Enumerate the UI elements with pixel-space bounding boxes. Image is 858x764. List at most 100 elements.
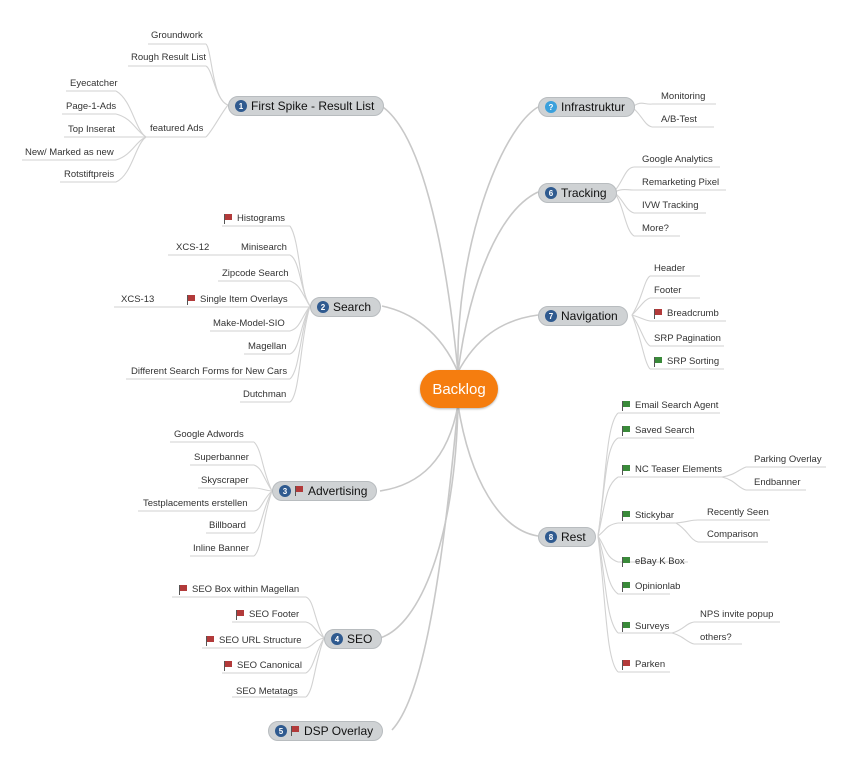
item-testplacements[interactable]: Testplacements erstellen <box>143 497 248 511</box>
red-flag-icon <box>236 610 245 620</box>
item-seo-footer[interactable]: SEO Footer <box>236 608 299 622</box>
item-histograms[interactable]: Histograms <box>224 212 285 226</box>
item-nc-teaser-elements[interactable]: NC Teaser Elements <box>622 463 722 477</box>
item-label: Top Inserat <box>68 124 115 135</box>
item-magellan[interactable]: Magellan <box>248 340 287 354</box>
topic-label: Advertising <box>308 484 368 498</box>
item-recently-seen[interactable]: Recently Seen <box>707 506 769 520</box>
item-label: Minisearch <box>241 242 287 253</box>
item-label: More? <box>642 223 669 234</box>
item-eyecatcher[interactable]: Eyecatcher <box>70 77 118 91</box>
item-minisearch[interactable]: Minisearch <box>241 241 287 255</box>
number-badge-2: 2 <box>317 301 329 313</box>
number-badge-8: 8 <box>545 531 557 543</box>
item-google-adwords[interactable]: Google Adwords <box>174 428 244 442</box>
item-zipcode-search[interactable]: Zipcode Search <box>222 267 289 281</box>
item-ab-test[interactable]: A/B-Test <box>661 113 697 127</box>
topic-search[interactable]: 2 Search <box>310 297 382 317</box>
item-label: Testplacements erstellen <box>143 498 248 509</box>
item-rotstiftpreis[interactable]: Rotstiftpreis <box>64 168 114 182</box>
number-badge-1: 1 <box>235 100 247 112</box>
item-label: Email Search Agent <box>635 400 719 411</box>
item-ebay-k-box[interactable]: eBay K Box <box>622 555 685 569</box>
topic-dsp-overlay[interactable]: 5 DSP Overlay <box>268 721 384 741</box>
item-google-analytics[interactable]: Google Analytics <box>642 153 713 167</box>
item-monitoring[interactable]: Monitoring <box>661 90 705 104</box>
item-label: Recently Seen <box>707 507 769 518</box>
item-seo-canonical[interactable]: SEO Canonical <box>224 659 302 673</box>
item-footer[interactable]: Footer <box>654 284 681 298</box>
item-nps-invite-popup[interactable]: NPS invite popup <box>700 608 773 622</box>
topic-infrastruktur[interactable]: ? Infrastruktur <box>538 97 636 117</box>
item-label: SEO Metatags <box>236 686 298 697</box>
topic-label: Search <box>333 300 372 314</box>
item-xcs-12[interactable]: XCS-12 <box>176 241 209 255</box>
topic-tracking[interactable]: 6 Tracking <box>538 183 617 203</box>
item-more[interactable]: More? <box>642 222 669 236</box>
item-label: Comparison <box>707 529 759 540</box>
item-label: XCS-12 <box>176 242 210 253</box>
item-header[interactable]: Header <box>654 262 685 276</box>
green-flag-icon <box>654 357 663 367</box>
item-label: Groundwork <box>151 30 203 41</box>
item-featured-ads[interactable]: featured Ads <box>150 122 203 136</box>
item-parking-overlay[interactable]: Parking Overlay <box>754 453 822 467</box>
topic-navigation[interactable]: 7 Navigation <box>538 306 628 326</box>
item-breadcrumb[interactable]: Breadcrumb <box>654 307 719 321</box>
topic-advertising[interactable]: 3 Advertising <box>272 481 378 501</box>
item-label: Page-1-Ads <box>66 101 117 112</box>
green-flag-icon <box>622 465 631 475</box>
item-seo-url-structure[interactable]: SEO URL Structure <box>206 634 302 648</box>
item-email-search-agent[interactable]: Email Search Agent <box>622 399 718 413</box>
item-different-search-forms[interactable]: Different Search Forms for New Cars <box>131 365 287 379</box>
green-flag-icon <box>622 557 631 567</box>
item-label: Skyscraper <box>201 475 249 486</box>
item-endbanner[interactable]: Endbanner <box>754 476 800 490</box>
item-label: Footer <box>654 285 682 296</box>
item-label: NC Teaser Elements <box>635 464 722 475</box>
item-label: Magellan <box>248 341 287 352</box>
item-srp-sorting[interactable]: SRP Sorting <box>654 355 719 369</box>
item-seo-metatags[interactable]: SEO Metatags <box>236 685 298 699</box>
topic-rest[interactable]: 8 Rest <box>538 527 596 547</box>
item-superbanner[interactable]: Superbanner <box>194 451 249 465</box>
item-xcs-13[interactable]: XCS-13 <box>121 293 154 307</box>
item-label: Google Adwords <box>174 429 244 440</box>
item-skyscraper[interactable]: Skyscraper <box>201 474 249 488</box>
item-label: SEO URL Structure <box>219 635 302 646</box>
item-inline-banner[interactable]: Inline Banner <box>193 542 249 556</box>
topic-label: SEO <box>347 632 373 646</box>
topic-label: First Spike - Result List <box>251 99 375 113</box>
item-remarketing-pixel[interactable]: Remarketing Pixel <box>642 176 719 190</box>
item-rough-result-list[interactable]: Rough Result List <box>131 51 206 65</box>
item-groundwork[interactable]: Groundwork <box>151 29 203 43</box>
item-label: eBay K Box <box>635 556 685 567</box>
item-comparison[interactable]: Comparison <box>707 528 758 542</box>
red-flag-icon <box>295 486 304 496</box>
item-billboard[interactable]: Billboard <box>209 519 246 533</box>
item-label: featured Ads <box>150 123 204 134</box>
item-saved-search[interactable]: Saved Search <box>622 424 695 438</box>
item-others[interactable]: others? <box>700 631 732 645</box>
item-single-item-overlays[interactable]: Single Item Overlays <box>187 293 288 307</box>
topic-first-spike[interactable]: 1 First Spike - Result List <box>228 96 385 116</box>
item-new-marked[interactable]: New/ Marked as new <box>25 146 114 160</box>
item-page-1-ads[interactable]: Page-1-Ads <box>66 100 116 114</box>
item-label: Different Search Forms for New Cars <box>131 366 288 377</box>
item-ivw-tracking[interactable]: IVW Tracking <box>642 199 699 213</box>
central-topic-backlog[interactable]: Backlog <box>420 370 498 408</box>
item-label: Superbanner <box>194 452 249 463</box>
topic-seo[interactable]: 4 SEO <box>324 629 383 649</box>
item-make-model-sio[interactable]: Make-Model-SIO <box>213 317 285 331</box>
item-top-inserat[interactable]: Top Inserat <box>68 123 115 137</box>
item-surveys[interactable]: Surveys <box>622 620 669 634</box>
item-stickybar[interactable]: Stickybar <box>622 509 674 523</box>
item-label: Remarketing Pixel <box>642 177 720 188</box>
item-parken[interactable]: Parken <box>622 658 665 672</box>
item-dutchman[interactable]: Dutchman <box>243 388 286 402</box>
item-seo-box-within-magellan[interactable]: SEO Box within Magellan <box>179 583 299 597</box>
item-opinionlab[interactable]: Opinionlab <box>622 580 680 594</box>
item-srp-pagination[interactable]: SRP Pagination <box>654 332 721 346</box>
